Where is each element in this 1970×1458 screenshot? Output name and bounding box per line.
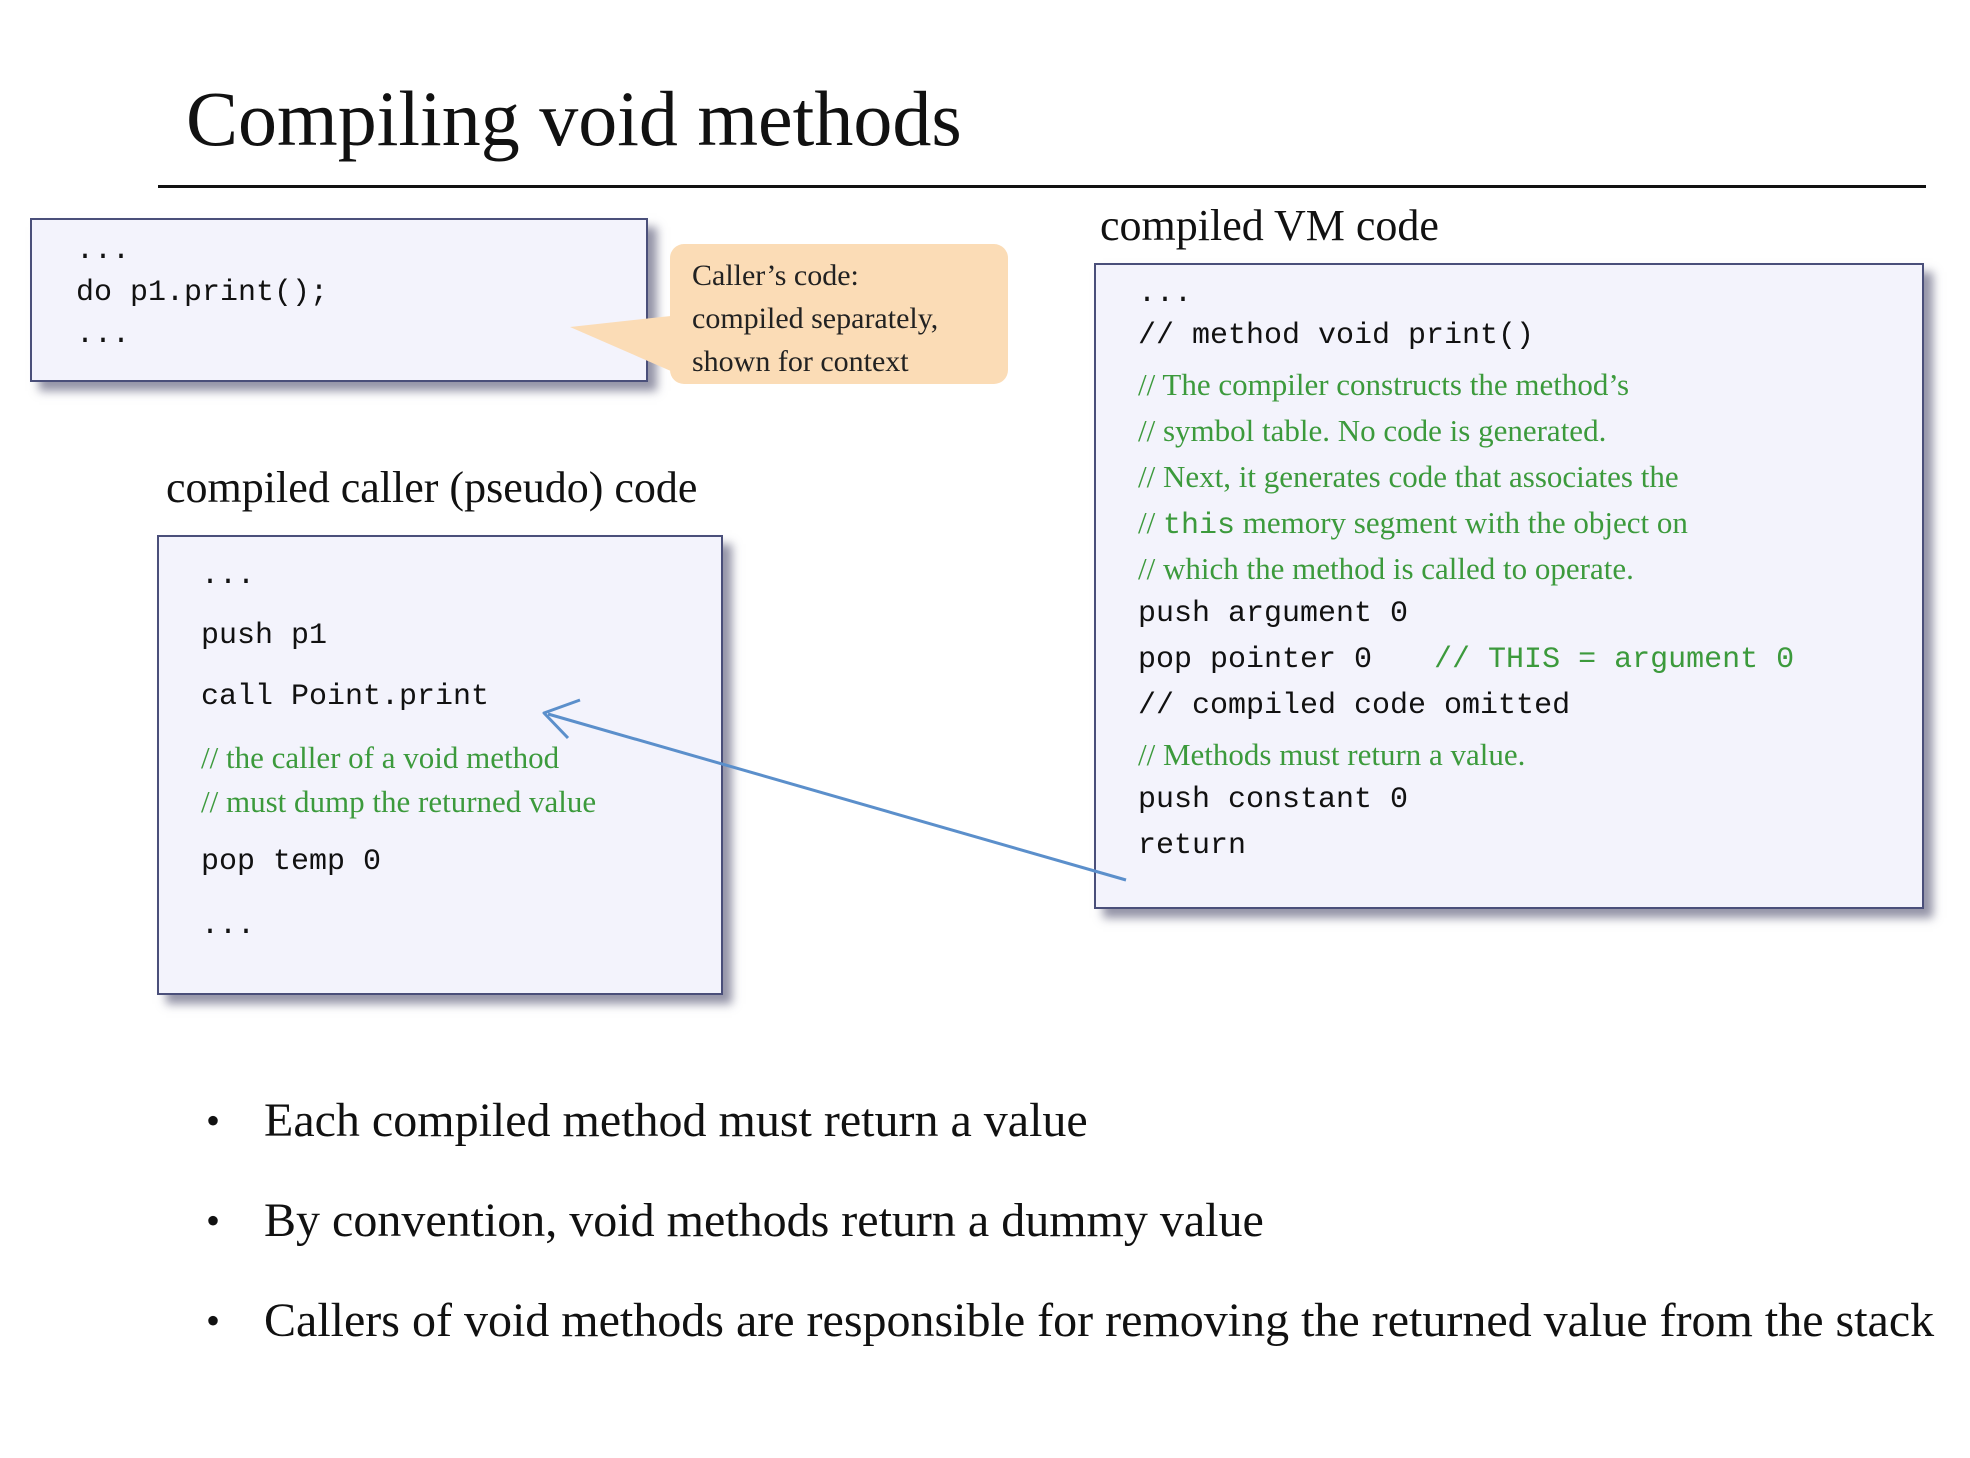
- code-comment: // The compiler constructs the method’s: [1138, 367, 1630, 402]
- code-line: pop temp 0: [201, 845, 382, 879]
- code-comment: // the caller of a void method: [201, 740, 560, 775]
- compiled-vm-label: compiled VM code: [1100, 201, 1439, 250]
- callout-line: shown for context: [692, 345, 909, 378]
- code-line: ...: [76, 318, 131, 352]
- code-comment: // which the method is called to operate…: [1138, 551, 1634, 586]
- code-comment-this: // this memory segment with the object o…: [1138, 505, 1688, 543]
- code-line: // compiled code omitted: [1138, 689, 1571, 723]
- bullet-marker: •: [206, 1198, 221, 1243]
- bullet-text: By convention, void methods return a dum…: [264, 1194, 1264, 1247]
- comment-suffix: memory segment with the object on: [1235, 505, 1688, 540]
- code-line: // method void print(): [1138, 319, 1535, 353]
- code-line: do p1.print();: [76, 276, 329, 310]
- comment-prefix: //: [1138, 505, 1163, 540]
- bullet-item: • Callers of void methods are responsibl…: [206, 1290, 1946, 1352]
- bullet-item: • By convention, void methods return a d…: [206, 1190, 1946, 1252]
- code-line-call: call Point.print: [201, 680, 490, 714]
- code-line: ...: [201, 909, 256, 943]
- code-comment: // must dump the returned value: [201, 784, 597, 819]
- code-line: ...: [76, 234, 131, 268]
- callout-line: compiled separately,: [692, 302, 939, 335]
- title-underline: [158, 185, 1926, 188]
- code-comment: // symbol table. No code is generated.: [1138, 413, 1607, 448]
- code-line: push constant 0: [1138, 783, 1409, 817]
- slide-title: Compiling void methods: [186, 75, 962, 162]
- bullet-text: Callers of void methods are responsible …: [264, 1294, 1935, 1347]
- caller-code-box: ... do p1.print(); ...: [30, 218, 648, 382]
- bullet-list: • Each compiled method must return a val…: [206, 1090, 1946, 1390]
- code-line-pop-pointer: pop pointer 0 // THIS = argument 0: [1138, 643, 1794, 677]
- code-line: ...: [201, 559, 256, 593]
- callout-pointer: [570, 315, 680, 375]
- compiled-caller-label: compiled caller (pseudo) code: [166, 463, 698, 512]
- code-line-return: return: [1138, 829, 1247, 863]
- bullet-item: • Each compiled method must return a val…: [206, 1090, 1946, 1152]
- bullet-marker: •: [206, 1298, 221, 1343]
- code-comment: // THIS = argument 0: [1434, 643, 1795, 677]
- callers-code-callout: Caller’s code: compiled separately, show…: [670, 244, 1008, 384]
- code-comment: // Methods must return a value.: [1138, 737, 1526, 772]
- code-text: pop pointer 0: [1138, 643, 1373, 677]
- code-comment: // Next, it generates code that associat…: [1138, 459, 1679, 494]
- compiled-vm-box: ... // method void print() // The compil…: [1094, 263, 1924, 909]
- code-line: ...: [1138, 277, 1193, 311]
- callout-line: Caller’s code:: [692, 259, 859, 292]
- bullet-marker: •: [206, 1098, 221, 1143]
- code-line: push p1: [201, 619, 328, 653]
- comment-keyword: this: [1162, 509, 1235, 543]
- code-line: push argument 0: [1138, 597, 1409, 631]
- bullet-text: Each compiled method must return a value: [264, 1094, 1088, 1147]
- compiled-caller-box: ... push p1 call Point.print // the call…: [157, 535, 723, 995]
